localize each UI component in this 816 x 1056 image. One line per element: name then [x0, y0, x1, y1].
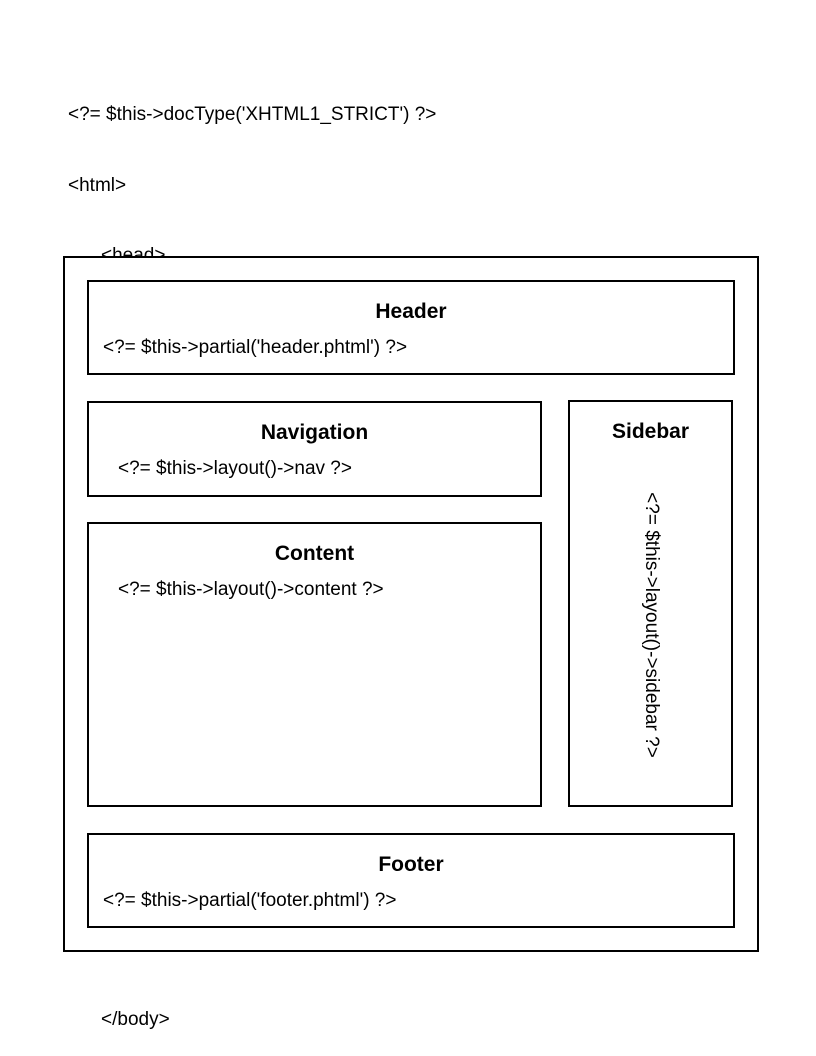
code-line: <?= $this->docType('XHTML1_STRICT') ?> [68, 104, 437, 125]
sidebar-vertical-wrap: <?= $this->layout()->sidebar ?> [570, 454, 731, 795]
navigation-box-code: <?= $this->layout()->nav ?> [118, 458, 352, 479]
code-line: </body> [101, 1009, 170, 1030]
sidebar-box-title: Sidebar [611, 420, 690, 443]
content-box-title: Content [274, 542, 355, 565]
sidebar-box-code: <?= $this->layout()->sidebar ?> [640, 491, 662, 758]
content-box-code: <?= $this->layout()->content ?> [118, 579, 384, 600]
content-box: Content <?= $this->layout()->content ?> [87, 522, 542, 807]
header-box-title: Header [375, 300, 447, 323]
navigation-box-title: Navigation [260, 421, 369, 444]
body-layout-box: Header <?= $this->partial('header.phtml'… [63, 256, 759, 952]
code-block-bottom: </body> </html> [68, 961, 170, 1056]
footer-box-code: <?= $this->partial('footer.phtml') ?> [103, 890, 397, 911]
footer-box: Footer <?= $this->partial('footer.phtml'… [87, 833, 735, 928]
header-box-code: <?= $this->partial('header.phtml') ?> [103, 337, 408, 358]
navigation-box: Navigation <?= $this->layout()->nav ?> [87, 401, 542, 497]
code-line: <html> [68, 174, 127, 196]
sidebar-box: Sidebar <?= $this->layout()->sidebar ?> [568, 400, 733, 807]
footer-box-title: Footer [378, 853, 444, 876]
header-box: Header <?= $this->partial('header.phtml'… [87, 280, 735, 375]
